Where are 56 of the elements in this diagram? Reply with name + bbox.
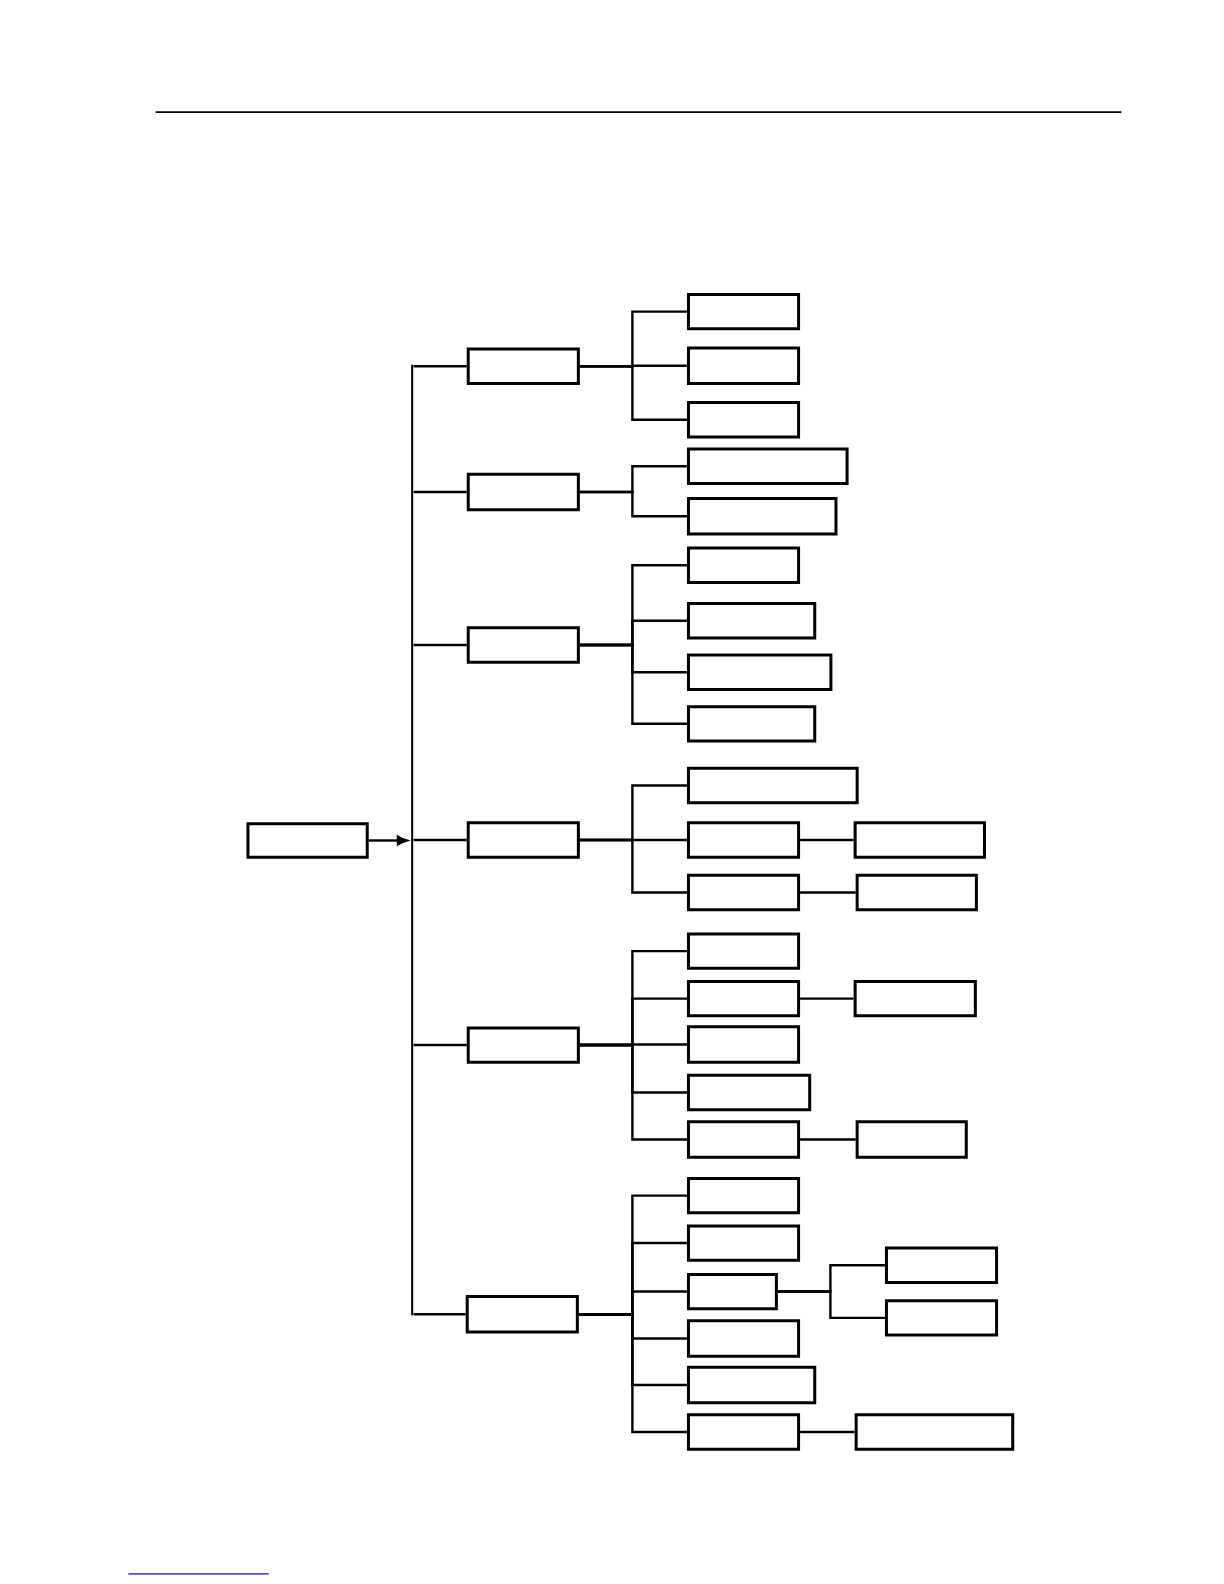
- connector: [579, 643, 687, 726]
- box: [853, 979, 977, 1018]
- box: [855, 1120, 968, 1159]
- box: [466, 472, 580, 512]
- connector: [799, 1430, 855, 1434]
- connector: [799, 838, 854, 842]
- connector: [413, 490, 467, 494]
- box: [853, 821, 986, 859]
- box: [686, 1176, 800, 1215]
- connector: [413, 643, 467, 647]
- box: [686, 292, 800, 331]
- box: [246, 822, 369, 859]
- box: [686, 1272, 778, 1311]
- box: [686, 497, 838, 536]
- box: [686, 1319, 800, 1358]
- box: [686, 821, 800, 859]
- box: [855, 873, 978, 912]
- box: [466, 1026, 580, 1064]
- box: [466, 626, 580, 664]
- box: [686, 602, 817, 640]
- connector: [579, 1043, 687, 1141]
- connector: [579, 838, 687, 894]
- box: [884, 1246, 998, 1284]
- connector: [579, 490, 687, 518]
- box: [686, 1025, 800, 1064]
- connector: [413, 1313, 466, 1316]
- bus-line: [411, 364, 413, 1316]
- box: [686, 1413, 800, 1451]
- box: [465, 1295, 579, 1334]
- box: [686, 401, 800, 439]
- box: [686, 766, 859, 805]
- box: [686, 932, 800, 970]
- box: [686, 1073, 811, 1112]
- connector: [413, 838, 467, 842]
- connector: [413, 1043, 467, 1047]
- box: [686, 346, 800, 385]
- connector: [579, 365, 687, 421]
- connector: [578, 1313, 687, 1434]
- box: [686, 1365, 817, 1405]
- box: [686, 705, 817, 743]
- connector: [799, 1138, 856, 1141]
- box: [686, 1120, 800, 1159]
- connector: [413, 365, 467, 368]
- box: [686, 1224, 800, 1262]
- box: [686, 546, 800, 584]
- box: [466, 347, 580, 385]
- box: [686, 873, 800, 912]
- box: [466, 821, 580, 859]
- connector: [799, 997, 854, 1000]
- box: [686, 979, 800, 1018]
- connector: [777, 1290, 885, 1320]
- box: [686, 447, 849, 485]
- box: [686, 653, 833, 691]
- box: [854, 1413, 1015, 1451]
- box: [884, 1299, 998, 1337]
- connector: [799, 891, 856, 894]
